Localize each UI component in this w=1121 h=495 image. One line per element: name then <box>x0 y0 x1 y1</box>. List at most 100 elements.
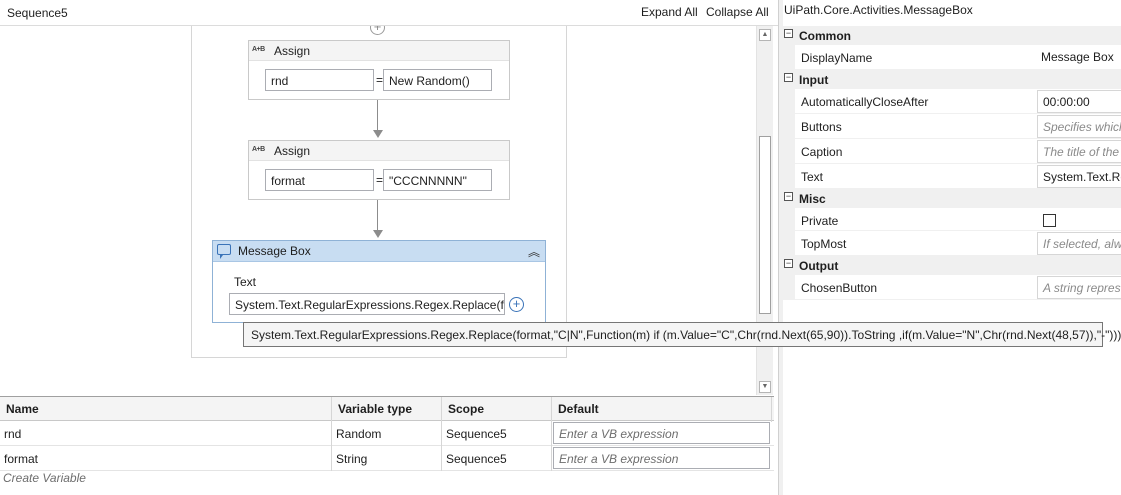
connector-arrow-icon <box>373 130 383 138</box>
category-misc: − Misc <box>783 189 1121 208</box>
variable-type[interactable]: String <box>332 446 442 471</box>
category-common: − Common <box>783 26 1121 45</box>
collapse-all-button[interactable]: Collapse All <box>706 5 769 19</box>
variable-name[interactable]: rnd <box>0 421 332 446</box>
displayname-value[interactable]: Message Box <box>1037 46 1121 69</box>
assign-to-field[interactable]: rnd <box>265 69 374 91</box>
variable-scope[interactable]: Sequence5 <box>442 446 552 471</box>
properties-title: UiPath.Core.Activities.MessageBox <box>784 3 973 17</box>
autoclose-input[interactable]: 00:00:00 <box>1037 90 1121 113</box>
assign-header: A+B Assign <box>249 41 509 61</box>
equals-sign: = <box>376 73 384 87</box>
assign-title: Assign <box>274 144 311 158</box>
message-box-activity[interactable]: Message Box ︽ Text System.Text.RegularEx… <box>212 240 546 323</box>
designer-canvas: + A+B Assign rnd = New Random() A+B Assi… <box>0 26 774 395</box>
add-expression-icon[interactable]: + <box>509 297 524 312</box>
equals-sign: = <box>376 173 384 187</box>
property-label: TopMost <box>801 237 847 251</box>
row-gutter <box>783 164 795 188</box>
property-label: DisplayName <box>801 51 873 65</box>
panel-splitter[interactable] <box>778 0 783 495</box>
collapse-category-icon[interactable]: − <box>784 72 793 82</box>
assign-header: A+B Assign <box>249 141 509 161</box>
message-text-field[interactable]: System.Text.RegularExpressions.Regex.Rep… <box>229 293 505 315</box>
category-label: Misc <box>799 192 826 206</box>
row-gutter <box>783 89 795 113</box>
table-row[interactable]: format String Sequence5 Enter a VB expre… <box>0 446 774 471</box>
col-name: Name <box>0 397 332 422</box>
property-label: Buttons <box>801 120 842 134</box>
row-gutter <box>783 208 795 230</box>
buttons-input[interactable]: Specifies which <box>1037 115 1121 138</box>
property-row-displayname: DisplayName Message Box <box>783 45 1121 70</box>
connector-line <box>377 100 378 131</box>
caption-input[interactable]: The title of the <box>1037 140 1121 163</box>
default-input[interactable]: Enter a VB expression <box>553 422 770 444</box>
properties-panel: UiPath.Core.Activities.MessageBox − Comm… <box>783 0 1121 495</box>
connector-line <box>377 200 378 231</box>
scroll-thumb[interactable] <box>759 136 771 314</box>
row-gutter <box>783 139 795 163</box>
connector-arrow-icon <box>373 230 383 238</box>
variable-type[interactable]: Random <box>332 421 442 446</box>
property-label: Private <box>801 214 839 228</box>
variable-name[interactable]: format <box>0 446 332 471</box>
message-box-title: Message Box <box>238 244 311 258</box>
assign-icon: A+B <box>252 146 265 153</box>
collapse-category-icon[interactable]: − <box>784 28 793 38</box>
category-label: Common <box>799 29 851 43</box>
message-box-header: Message Box ︽ <box>213 241 545 262</box>
assign-activity-rnd[interactable]: A+B Assign rnd = New Random() <box>248 40 510 100</box>
variables-panel: Name Variable type Scope Default rnd Ran… <box>0 396 774 495</box>
assign-value-field[interactable]: "CCCNNNNN" <box>383 169 492 191</box>
property-label: ChosenButton <box>801 281 878 295</box>
designer-header: Sequence5 Expand All Collapse All <box>0 0 778 26</box>
collapse-chevron-icon[interactable]: ︽ <box>527 245 540 259</box>
scroll-down-icon[interactable]: ▼ <box>759 381 771 393</box>
category-label: Input <box>799 73 829 87</box>
text-input[interactable]: System.Text.Re <box>1037 165 1121 188</box>
canvas-scrollbar[interactable]: ▲ ▼ <box>756 26 773 395</box>
property-label: Caption <box>801 145 843 159</box>
default-input[interactable]: Enter a VB expression <box>553 447 770 469</box>
expand-all-button[interactable]: Expand All <box>641 5 698 19</box>
row-gutter <box>783 231 795 255</box>
topmost-input[interactable]: If selected, alw <box>1037 232 1121 255</box>
text-property-label: Text <box>234 275 257 289</box>
chosenbutton-input[interactable]: A string repres <box>1037 276 1121 299</box>
assign-value-field[interactable]: New Random() <box>383 69 492 91</box>
row-gutter <box>783 45 795 69</box>
scroll-up-icon[interactable]: ▲ <box>759 29 771 41</box>
row-gutter <box>783 114 795 138</box>
category-label: Output <box>799 259 839 273</box>
property-row-buttons: Buttons Specifies which <box>783 114 1121 139</box>
col-scope: Scope <box>442 397 552 422</box>
collapse-category-icon[interactable]: − <box>784 258 793 268</box>
assign-icon: A+B <box>252 46 265 53</box>
message-box-icon <box>217 244 231 259</box>
variables-header: Name Variable type Scope Default <box>0 397 774 422</box>
category-output: − Output <box>783 256 1121 275</box>
private-checkbox[interactable] <box>1043 214 1056 227</box>
property-row-chosenbutton: ChosenButton A string repres <box>783 275 1121 300</box>
col-default: Default <box>552 397 772 422</box>
variable-scope[interactable]: Sequence5 <box>442 421 552 446</box>
assign-to-field[interactable]: format <box>265 169 374 191</box>
property-label: Text <box>801 170 824 184</box>
col-variable-type: Variable type <box>332 397 442 422</box>
property-row-topmost: TopMost If selected, alw <box>783 231 1121 256</box>
assign-title: Assign <box>274 44 311 58</box>
assign-activity-format[interactable]: A+B Assign format = "CCCNNNNN" <box>248 140 510 200</box>
create-variable-link[interactable]: Create Variable <box>3 471 86 485</box>
property-grid: − Common DisplayName Message Box − Input… <box>783 26 1121 300</box>
row-gutter <box>783 275 795 299</box>
category-input: − Input <box>783 70 1121 89</box>
property-row-autoclose: AutomaticallyCloseAfter 00:00:00 <box>783 89 1121 114</box>
collapse-category-icon[interactable]: − <box>784 191 793 201</box>
property-label: AutomaticallyCloseAfter <box>801 95 929 109</box>
table-row[interactable]: rnd Random Sequence5 Enter a VB expressi… <box>0 421 774 446</box>
property-row-caption: Caption The title of the <box>783 139 1121 164</box>
designer-title: Sequence5 <box>7 6 68 20</box>
expression-tooltip: System.Text.RegularExpressions.Regex.Rep… <box>243 322 1121 347</box>
property-row-text: Text System.Text.Re <box>783 164 1121 189</box>
